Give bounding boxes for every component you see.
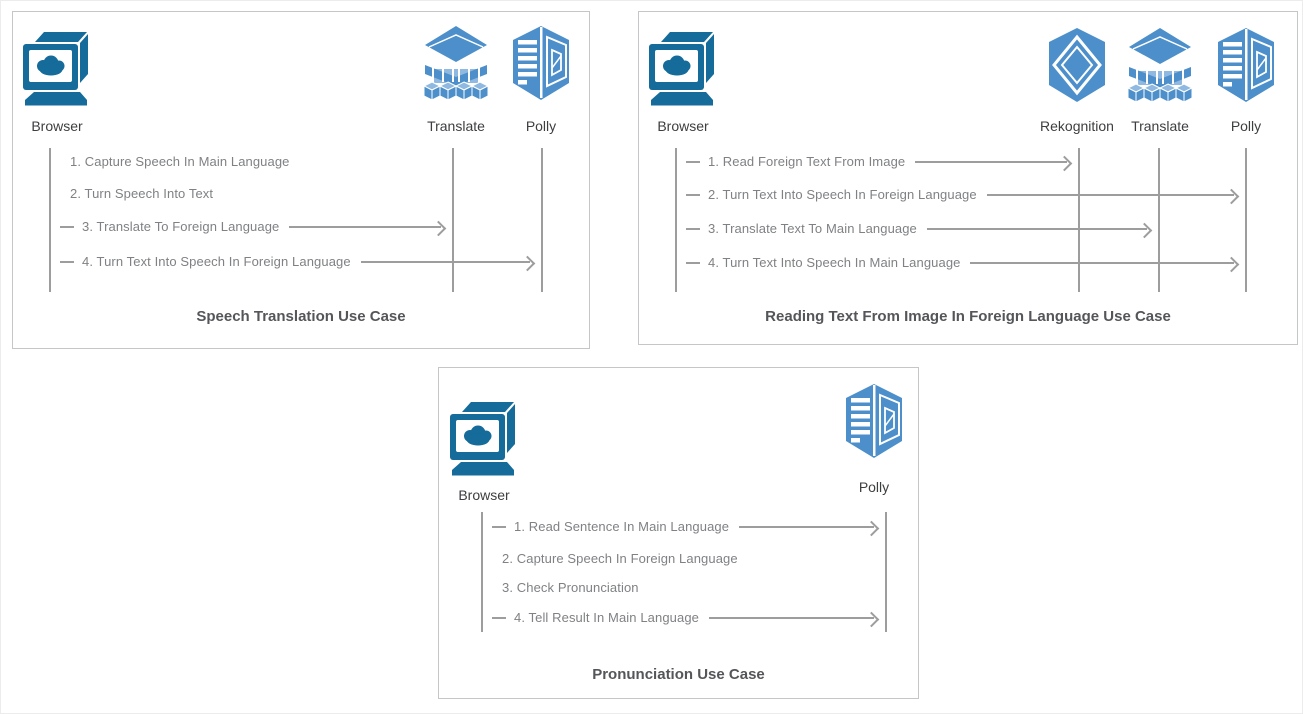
message-arrow: [968, 252, 1240, 274]
step-label: 3. Translate To Foreign Language: [82, 219, 280, 234]
actor-label-browser: Browser: [657, 118, 709, 134]
arrow-head-icon: [863, 520, 880, 536]
rekognition-icon: [1049, 28, 1105, 102]
arrow-head-icon: [1223, 256, 1240, 272]
step-row: 3. Translate Text To Main Language: [686, 218, 1153, 240]
step-row: 3. Translate To Foreign Language: [60, 216, 447, 238]
actor-label-polly: Polly: [1230, 118, 1262, 134]
panel-pronunciation: Browser Polly 1. Read Sentence In Main La…: [438, 367, 919, 699]
actor-label-polly: Polly: [858, 479, 890, 495]
step-row: 4. Turn Text Into Speech In Main Languag…: [686, 252, 1240, 274]
arrow-line: [360, 261, 530, 263]
step-row: 4. Tell Result In Main Language: [492, 607, 880, 629]
activation-dash: [60, 226, 74, 228]
lifeline-polly: [1245, 148, 1247, 292]
step-row: 1. Read Foreign Text From Image: [686, 151, 1073, 173]
translate-icon-wrap: [422, 26, 490, 101]
step-label: 1. Capture Speech In Main Language: [70, 154, 290, 169]
panel-title: Reading Text From Image In Foreign Langu…: [765, 308, 1171, 325]
translate-icon-wrap: [1126, 28, 1194, 103]
arrow-line: [708, 617, 874, 619]
step-row: 2. Turn Speech Into Text: [60, 183, 221, 205]
browser-icon: [23, 32, 88, 106]
step-row: 1. Read Sentence In Main Language: [492, 516, 880, 538]
panel-title: Speech Translation Use Case: [196, 308, 406, 325]
message-arrow: [985, 184, 1240, 206]
panel-title: Pronunciation Use Case: [592, 666, 765, 683]
activation-dash: [60, 261, 74, 263]
actor-label-translate: Translate: [1131, 118, 1189, 134]
arrow-head-icon: [863, 611, 880, 627]
message-arrow: [287, 216, 447, 238]
arrow-line: [739, 526, 874, 528]
activation-dash: [686, 262, 700, 264]
step-row: 3. Check Pronunciation: [492, 577, 647, 599]
actor-label-rekognition: Rekognition: [1040, 118, 1114, 134]
actor-label-browser: Browser: [31, 118, 83, 134]
lifeline-browser: [481, 512, 483, 632]
lifeline-polly: [541, 148, 543, 292]
browser-icon: [649, 32, 714, 106]
lifeline-rekognition: [1078, 148, 1080, 292]
polly-icon-wrap: [1214, 28, 1278, 102]
message-arrow: [925, 218, 1153, 240]
browser-icon-wrap: [448, 400, 520, 478]
actor-label-translate: Translate: [427, 118, 485, 134]
step-label: 2. Capture Speech In Foreign Language: [502, 551, 738, 566]
arrow-head-icon: [430, 220, 447, 236]
step-label: 3. Check Pronunciation: [502, 580, 639, 595]
actor-label-browser: Browser: [458, 487, 510, 503]
activation-dash: [492, 617, 506, 619]
polly-icon: [513, 26, 569, 100]
arrow-head-icon: [1136, 222, 1153, 238]
activation-dash: [492, 526, 506, 528]
browser-icon-wrap: [21, 30, 93, 108]
step-label: 2. Turn Text Into Speech In Foreign Lang…: [708, 187, 977, 202]
step-label: 1. Read Foreign Text From Image: [708, 154, 906, 169]
translate-icon: [1126, 28, 1194, 103]
message-arrow: [737, 516, 880, 538]
panel-speech-translation: Browser Translate: [12, 11, 590, 349]
step-label: 3. Translate Text To Main Language: [708, 221, 917, 236]
actor-label-polly: Polly: [525, 118, 557, 134]
step-label: 4. Tell Result In Main Language: [514, 610, 699, 625]
polly-icon: [846, 384, 902, 458]
polly-icon-wrap: [842, 384, 906, 458]
message-arrow: [359, 251, 536, 273]
panel-reading-text-from-image: Browser Rekognition Translate: [638, 11, 1298, 345]
arrow-line: [986, 194, 1234, 196]
rekognition-icon-wrap: [1045, 28, 1109, 102]
message-arrow: [913, 151, 1073, 173]
browser-icon-wrap: [647, 30, 719, 108]
activation-dash: [686, 194, 700, 196]
step-label: 2. Turn Speech Into Text: [70, 186, 214, 201]
lifeline-translate: [452, 148, 454, 292]
lifeline-browser: [675, 148, 677, 292]
activation-dash: [686, 228, 700, 230]
lifeline-browser: [49, 148, 51, 292]
activation-dash: [686, 161, 700, 163]
lifeline-translate: [1158, 148, 1160, 292]
arrow-line: [915, 161, 1067, 163]
arrow-head-icon: [519, 255, 536, 271]
arrow-head-icon: [1223, 188, 1240, 204]
polly-icon: [1218, 28, 1274, 102]
polly-icon-wrap: [509, 26, 573, 100]
translate-icon: [422, 26, 490, 101]
step-row: 2. Capture Speech In Foreign Language: [492, 548, 746, 570]
step-label: 1. Read Sentence In Main Language: [514, 519, 730, 534]
arrow-head-icon: [1056, 155, 1073, 171]
message-arrow: [707, 607, 880, 629]
arrow-line: [970, 262, 1234, 264]
browser-icon: [450, 402, 515, 476]
arrow-line: [289, 226, 441, 228]
arrow-line: [926, 228, 1147, 230]
lifeline-polly: [885, 512, 887, 632]
step-row: 2. Turn Text Into Speech In Foreign Lang…: [686, 184, 1240, 206]
step-label: 4. Turn Text Into Speech In Main Languag…: [708, 255, 961, 270]
step-row: 1. Capture Speech In Main Language: [60, 151, 298, 173]
step-label: 4. Turn Text Into Speech In Foreign Lang…: [82, 254, 351, 269]
step-row: 4. Turn Text Into Speech In Foreign Lang…: [60, 251, 536, 273]
